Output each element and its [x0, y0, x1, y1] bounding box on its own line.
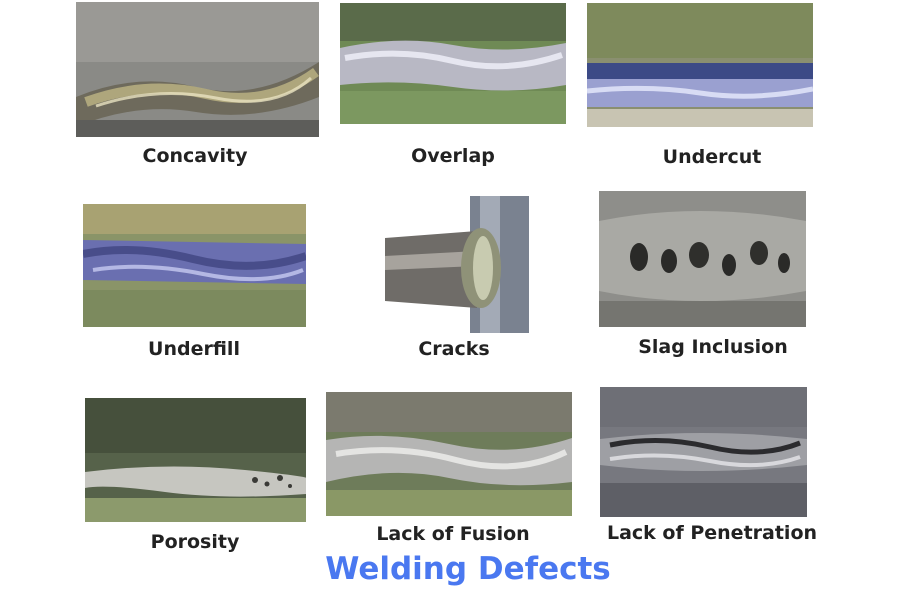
defect-label-slag-inclusion: Slag Inclusion	[638, 336, 788, 358]
undercut-weld-photo	[587, 3, 813, 127]
defect-label-undercut: Undercut	[662, 146, 762, 168]
defect-label-concavity: Concavity	[142, 145, 248, 167]
porosity-weld-photo	[85, 398, 306, 522]
slag-inclusion-weld-photo	[599, 191, 806, 327]
defect-label-lack-of-fusion: Lack of Fusion	[376, 523, 530, 545]
overlap-weld-photo	[340, 3, 566, 124]
concavity-weld-photo	[76, 2, 319, 137]
cracks-weld-photo	[385, 196, 529, 333]
lack-of-fusion-weld-photo	[326, 392, 572, 516]
underfill-weld-photo	[83, 204, 306, 327]
defect-label-porosity: Porosity	[150, 531, 240, 553]
defect-label-cracks: Cracks	[418, 338, 490, 360]
defect-label-overlap: Overlap	[411, 145, 495, 167]
defect-label-underfill: Underfill	[148, 338, 240, 360]
defect-label-lack-of-penetration: Lack of Penetration	[606, 522, 818, 544]
page-title: Welding Defects	[325, 551, 611, 587]
lack-of-penetration-weld-photo	[600, 387, 807, 517]
